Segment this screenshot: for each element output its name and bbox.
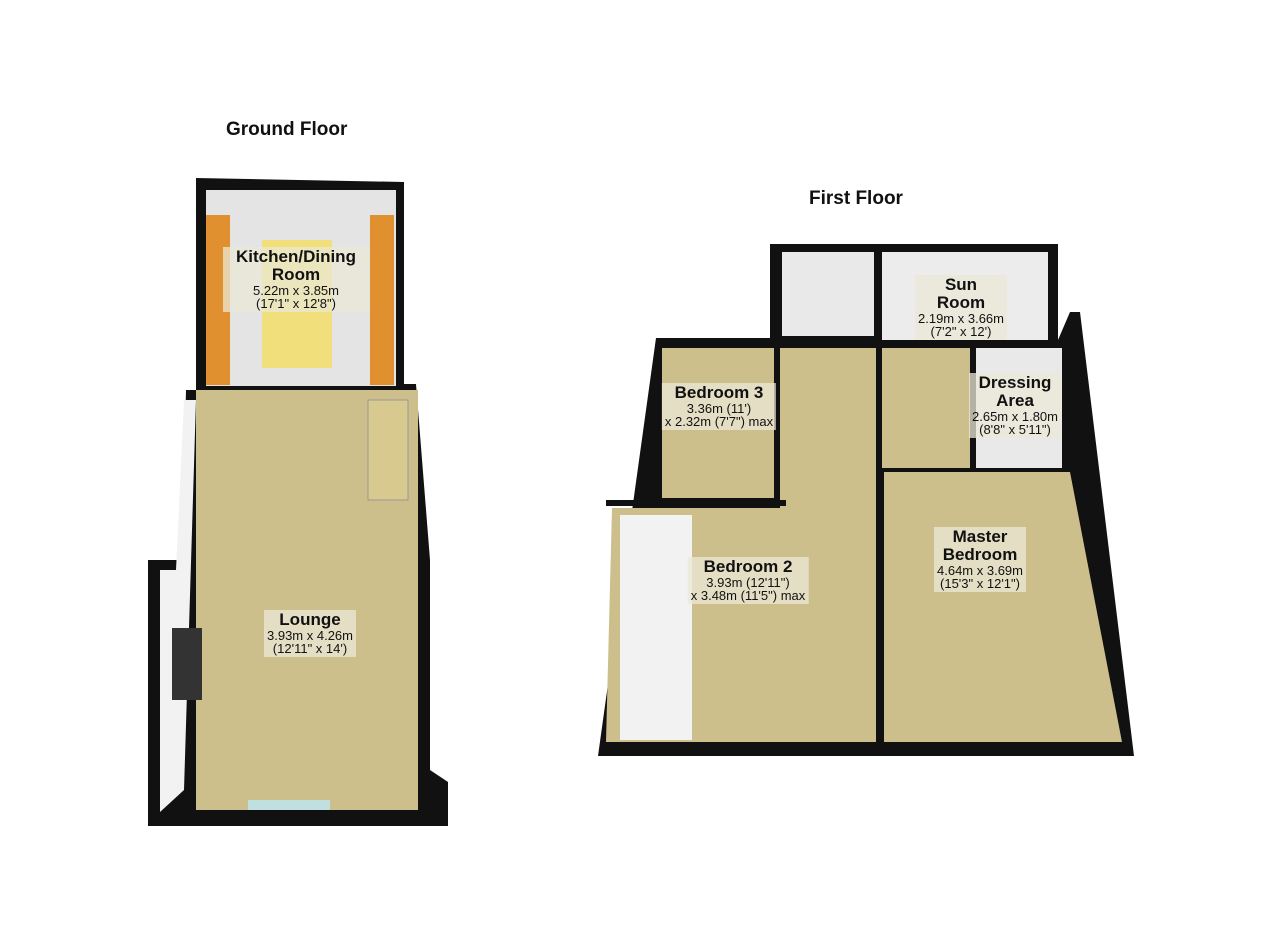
room-metric: 4.64m x 3.69m [937,562,1023,578]
room-imperial: x 3.48m (11'5") max [690,588,806,604]
room-label-bedroom3: Bedroom 3 3.36m (11') x 2.32m (7'7") max [661,383,777,431]
ground-floor-title: Ground Floor [226,119,348,140]
room-name: Sun Room [936,275,986,312]
room-name: Lounge [279,610,341,629]
first-floor-title: First Floor [809,188,903,209]
room-imperial: (7'2" x 12') [930,324,992,340]
room-name: Dressing Area [978,373,1052,410]
lounge-wall-left [160,400,196,812]
fireplace [172,628,202,700]
bathroom-floor [782,252,874,336]
room-name: Kitchen/Dining Room [236,247,356,284]
room-label-sun-room: Sun Room 2.19m x 3.66m (7'2" x 12') [915,275,1007,340]
room-metric: 3.93m x 4.26m [267,627,353,643]
first-floor-plan [598,244,1134,756]
room-label-lounge: Lounge 3.93m x 4.26m (12'11" x 14') [264,610,356,658]
room-metric: 2.65m x 1.80m [972,408,1058,424]
ground-floor-plan [148,178,448,826]
room-name: Bedroom 3 [674,383,764,402]
first-floor-inner-wall-v [876,244,882,756]
ensuite-floor [882,348,970,468]
room-metric: 3.93m (12'11") [706,574,790,590]
room-name: Bedroom 2 [703,557,793,576]
room-metric: 2.19m x 3.66m [918,310,1004,326]
stairs [367,399,409,501]
room-label-bedroom2: Bedroom 2 3.93m (12'11") x 3.48m (11'5")… [687,557,809,605]
room-label-kitchen: Kitchen/Dining Room 5.22m x 3.85m (17'1"… [223,247,369,312]
room-metric: 5.22m x 3.85m [253,282,339,298]
room-metric: 3.36m (11') [686,400,752,416]
room-name: Master Bedroom [942,527,1018,564]
room-label-master-bedroom: Master Bedroom 4.64m x 3.69m (15'3" x 12… [934,527,1026,592]
wardrobes [620,515,692,740]
kitchen-worktop-right [370,215,394,385]
first-floor-inner-wall-h [606,500,786,506]
room-label-dressing-area: Dressing Area 2.65m x 1.80m (8'8" x 5'11… [969,373,1061,438]
room-imperial: (12'11" x 14') [272,641,348,657]
room-imperial: (15'3" x 12'1") [940,576,1020,592]
room-imperial: x 2.32m (7'7") max [664,414,774,430]
lounge-window [248,800,330,810]
room-imperial: (17'1" x 12'8") [256,296,336,312]
room-imperial: (8'8" x 5'11") [979,422,1051,438]
